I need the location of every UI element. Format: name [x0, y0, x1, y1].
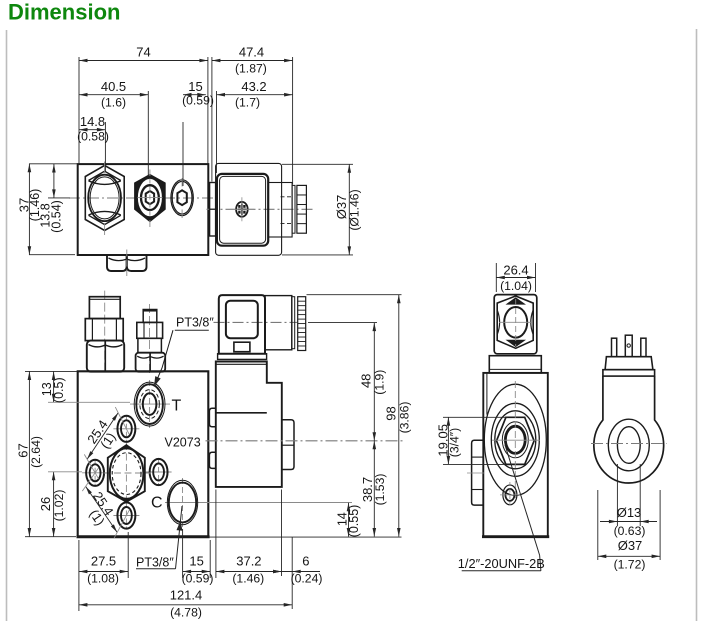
svg-text:(0.59): (0.59): [182, 94, 214, 108]
svg-text:40.5: 40.5: [101, 79, 126, 94]
svg-text:(0.58): (0.58): [77, 130, 109, 144]
svg-text:(0.54): (0.54): [49, 200, 63, 233]
svg-text:(0.55): (0.55): [347, 505, 361, 538]
svg-text:1/2″-20UNF-2B: 1/2″-20UNF-2B: [458, 556, 545, 571]
svg-text:(1.08): (1.08): [87, 571, 119, 585]
svg-text:(0.63): (0.63): [614, 524, 646, 538]
svg-text:Dimension: Dimension: [8, 0, 120, 25]
svg-text:(1.7): (1.7): [235, 96, 260, 110]
svg-text:V2073: V2073: [165, 436, 201, 450]
svg-text:T: T: [172, 398, 182, 415]
svg-text:47.4: 47.4: [239, 45, 264, 60]
svg-text:C: C: [151, 495, 163, 512]
svg-text:(3.86): (3.86): [398, 402, 412, 434]
svg-text:37.2: 37.2: [236, 554, 261, 569]
svg-text:(1.46): (1.46): [232, 571, 264, 585]
svg-text:(1.46): (1.46): [28, 189, 42, 222]
svg-text:(0.59): (0.59): [182, 571, 214, 585]
svg-text:14.8: 14.8: [80, 114, 105, 129]
svg-text:(1.04): (1.04): [500, 279, 532, 293]
svg-text:(1): (1): [87, 507, 108, 529]
svg-text:Ø13: Ø13: [617, 505, 642, 520]
svg-text:43.2: 43.2: [241, 79, 266, 94]
svg-text:38.7: 38.7: [360, 477, 375, 502]
svg-text:14: 14: [336, 512, 350, 526]
svg-text:(0.24): (0.24): [291, 571, 323, 585]
svg-text:(0.5): (0.5): [52, 377, 66, 403]
svg-text:121.4: 121.4: [170, 587, 203, 602]
svg-text:Ø37: Ø37: [618, 538, 643, 553]
svg-text:(Ø1.46): (Ø1.46): [348, 189, 362, 230]
svg-text:(4.78): (4.78): [170, 606, 202, 620]
svg-text:13: 13: [40, 382, 54, 396]
svg-text:19.05: 19.05: [435, 424, 450, 457]
svg-text:(1.02): (1.02): [52, 490, 66, 522]
svg-text:(2.64): (2.64): [29, 436, 43, 468]
svg-text:(1): (1): [97, 430, 118, 452]
svg-text:15: 15: [188, 79, 202, 94]
svg-text:48: 48: [359, 374, 374, 388]
svg-text:PT3/8″: PT3/8″: [176, 316, 214, 330]
svg-text:13.8: 13.8: [38, 203, 52, 227]
svg-text:Ø37: Ø37: [334, 195, 349, 220]
svg-text:(1.6): (1.6): [101, 96, 126, 110]
svg-text:6: 6: [302, 554, 309, 569]
svg-text:(3/4″): (3/4″): [448, 428, 462, 457]
svg-text:26: 26: [38, 497, 53, 511]
svg-text:(1.9): (1.9): [372, 370, 386, 395]
svg-text:(1.72): (1.72): [614, 557, 646, 571]
svg-text:98: 98: [384, 406, 399, 420]
svg-text:(1.53): (1.53): [373, 474, 387, 506]
svg-text:74: 74: [136, 45, 150, 60]
svg-text:67: 67: [16, 443, 31, 457]
svg-text:15: 15: [189, 554, 203, 569]
svg-text:27.5: 27.5: [91, 554, 116, 569]
svg-text:37: 37: [16, 198, 31, 212]
svg-text:26.4: 26.4: [503, 263, 528, 278]
svg-text:(1.87): (1.87): [235, 62, 267, 76]
svg-text:PT3/8″: PT3/8″: [136, 556, 174, 570]
